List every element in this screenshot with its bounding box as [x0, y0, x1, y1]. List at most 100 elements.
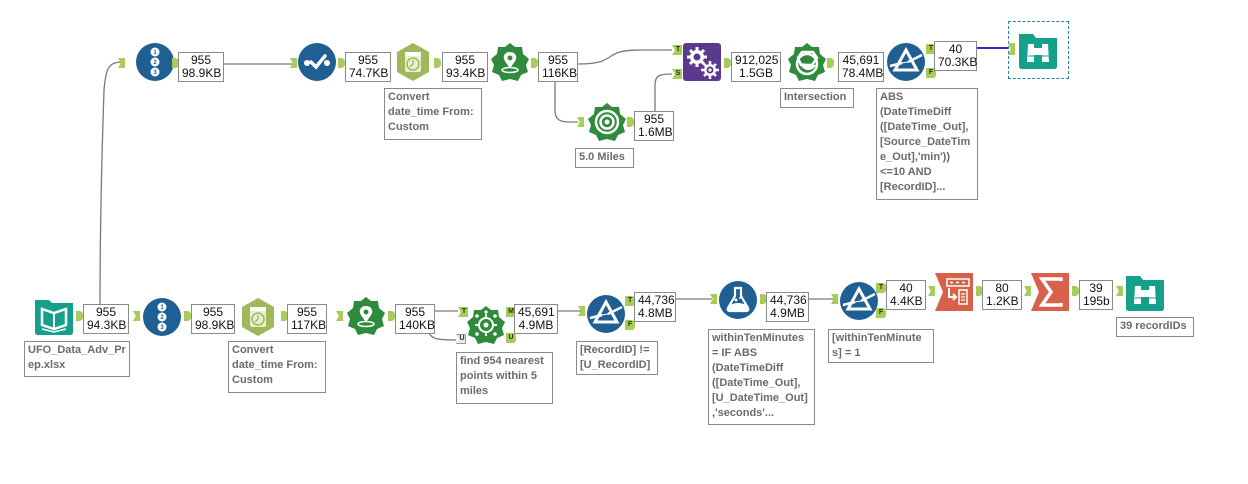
data-size: 116KB: [542, 66, 578, 80]
tool-annotation: UFO_Data_Adv_Pr ep.xlsx: [24, 341, 130, 377]
tool-annotation: 5.0 Miles: [575, 148, 634, 168]
output-anchor[interactable]: [281, 311, 288, 321]
data-size: 78.4MB: [842, 66, 884, 80]
tool-create-points-bottom[interactable]: [347, 297, 385, 335]
output-anchor[interactable]: [976, 286, 983, 296]
input-anchor[interactable]: [133, 311, 140, 321]
record-count: 955: [404, 305, 426, 319]
output-anchor[interactable]: [724, 58, 731, 68]
input-anchor[interactable]: [928, 286, 935, 296]
input-anchor[interactable]: [831, 294, 838, 304]
svg-text:2: 2: [153, 60, 157, 66]
wire-createpoints-to-tradearea: [554, 80, 578, 123]
output-anchor[interactable]: [184, 311, 191, 321]
svg-text:2: 2: [160, 315, 164, 321]
tool-spatial-process[interactable]: [788, 43, 826, 81]
data-size: 98.9KB: [195, 318, 235, 332]
data-size: 117KB: [291, 318, 327, 332]
record-count: 955: [643, 112, 665, 126]
true-anchor[interactable]: T: [926, 44, 936, 54]
target-anchor[interactable]: T: [458, 307, 468, 317]
record-count: 40: [899, 281, 913, 295]
datetime-icon: [397, 43, 429, 81]
false-anchor[interactable]: F: [876, 308, 886, 318]
output-anchor[interactable]: [172, 58, 179, 68]
tool-browse-top[interactable]: [1019, 31, 1057, 69]
tool-trade-area[interactable]: [588, 103, 626, 141]
record-count: 39: [1089, 281, 1103, 295]
tool-spatial-match[interactable]: [683, 43, 721, 81]
create-points-icon: [347, 297, 385, 335]
source-anchor[interactable]: S: [672, 69, 682, 79]
tool-filter-recordid[interactable]: [587, 295, 625, 333]
record-count: 912,025: [735, 53, 779, 67]
input-anchor[interactable]: [578, 306, 585, 316]
true-anchor[interactable]: T: [876, 283, 886, 293]
data-size: 4.8MB: [638, 306, 673, 320]
universe-anchor[interactable]: U: [456, 334, 466, 344]
output-anchor[interactable]: [434, 58, 441, 68]
record-count: 45,691: [518, 305, 555, 319]
input-anchor[interactable]: [577, 117, 584, 127]
wire-input-to-recordid-top: [99, 61, 125, 306]
output-anchor[interactable]: [760, 294, 767, 304]
matches-anchor[interactable]: M: [506, 307, 516, 317]
data-size: 195b: [1083, 294, 1110, 308]
input-anchor[interactable]: [336, 311, 343, 321]
tool-browse-bottom[interactable]: [1126, 273, 1164, 311]
output-anchor[interactable]: [76, 311, 83, 321]
tool-annotation: 39 recordIDs: [1116, 317, 1194, 337]
tool-filter-top[interactable]: [887, 43, 925, 81]
filter-icon: [840, 282, 878, 320]
tool-datetime-top[interactable]: [394, 43, 432, 81]
tool-summarize[interactable]: [1031, 273, 1069, 311]
svg-text:1: 1: [153, 50, 157, 56]
tool-select-top[interactable]: [298, 43, 336, 81]
input-anchor[interactable]: [1116, 286, 1123, 296]
input-anchor[interactable]: [1024, 286, 1031, 296]
tool-create-points-top[interactable]: [491, 43, 529, 81]
tool-datetime-bottom[interactable]: [239, 298, 277, 336]
unmatched-anchor[interactable]: U: [506, 333, 516, 343]
tool-find-nearest[interactable]: [467, 306, 505, 344]
input-anchor[interactable]: [1008, 43, 1015, 55]
browse-binoculars-icon: [1126, 276, 1164, 311]
true-anchor[interactable]: T: [625, 296, 635, 306]
output-anchor[interactable]: [338, 58, 345, 68]
spatial-process-icon: [788, 43, 826, 81]
tool-filter-within[interactable]: [840, 282, 878, 320]
data-size: 70.3KB: [938, 55, 978, 69]
output-anchor[interactable]: [627, 117, 634, 127]
datetime-icon: [242, 298, 274, 336]
record-count: 40: [948, 42, 963, 56]
dynamic-select-icon: [935, 273, 973, 311]
output-anchor[interactable]: [531, 58, 538, 68]
false-anchor[interactable]: F: [926, 68, 936, 78]
record-id-icon: 123: [136, 43, 174, 81]
select-check-icon: [298, 43, 336, 81]
output-anchor[interactable]: [827, 58, 834, 68]
input-anchor[interactable]: [118, 58, 125, 68]
tool-formula[interactable]: [719, 281, 757, 319]
output-anchor[interactable]: [388, 311, 395, 321]
input-anchor[interactable]: [290, 58, 297, 68]
tool-unique[interactable]: [935, 273, 973, 311]
target-anchor[interactable]: T: [672, 45, 682, 55]
wire-tradearea-to-spatialmatch-s: [654, 73, 673, 114]
output-anchor[interactable]: [1072, 286, 1079, 296]
tool-input-data[interactable]: [35, 297, 73, 335]
input-anchor[interactable]: [710, 294, 717, 304]
summarize-sigma-icon: [1031, 273, 1069, 311]
false-anchor[interactable]: F: [625, 320, 635, 330]
svg-text:1: 1: [160, 305, 164, 311]
